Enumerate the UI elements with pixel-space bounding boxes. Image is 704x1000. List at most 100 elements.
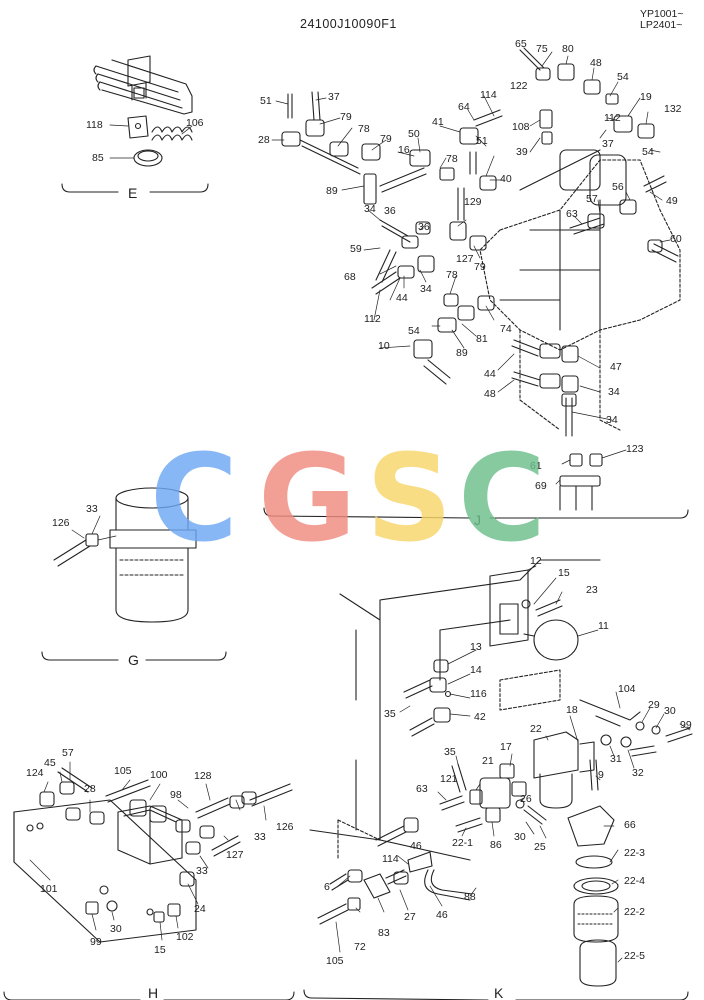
callout-j-78: 78: [446, 153, 458, 165]
callout-k-22-4: 22-4: [624, 875, 645, 887]
callout-j-56: 56: [612, 181, 624, 193]
callout-k-6: 6: [324, 881, 330, 893]
callout-j-59: 59: [350, 243, 362, 255]
callout-k-105: 105: [326, 955, 344, 967]
watermark-letter-3: S: [366, 430, 453, 569]
callout-k-35: 35: [444, 746, 456, 758]
callout-k-31: 31: [610, 753, 622, 765]
watermark-letter-1: C: [150, 430, 239, 569]
callout-k-22-5: 22-5: [624, 950, 645, 962]
callout-j-108: 108: [512, 121, 530, 133]
callout-k-22-3: 22-3: [624, 847, 645, 859]
callout-k-12: 12: [530, 555, 542, 567]
section-label-e: E: [128, 185, 137, 201]
callout-k-46: 46: [436, 909, 448, 921]
callout-k-27: 27: [404, 911, 416, 923]
callout-j-89: 89: [326, 185, 338, 197]
serial-range-lp: LP2401~: [640, 19, 683, 31]
section-label-j: J: [474, 512, 481, 528]
callout-k-32: 32: [632, 767, 644, 779]
section-label-g: G: [128, 652, 139, 668]
section-e-art: [61, 55, 209, 193]
callout-j-63: 63: [566, 208, 578, 220]
callout-k-13: 13: [470, 641, 482, 653]
callout-j-57: 57: [586, 193, 598, 205]
callout-j-122: 122: [510, 80, 528, 92]
callout-h-33: 33: [196, 865, 208, 877]
watermark-letter-2: G: [258, 430, 357, 569]
serial-range-yp: YP1001~: [640, 8, 684, 20]
callout-k-83: 83: [378, 927, 390, 939]
callout-k-63: 63: [416, 783, 428, 795]
callout-h-128: 128: [194, 770, 212, 782]
callout-j-68: 68: [344, 271, 356, 283]
callout-j-65: 65: [515, 38, 527, 50]
callout-j-78: 78: [446, 269, 458, 281]
section-label-h: H: [148, 985, 158, 1000]
callout-j-47: 47: [610, 361, 622, 373]
callout-j-129: 129: [464, 196, 482, 208]
callout-k-30: 30: [514, 831, 526, 843]
callout-j-19: 19: [640, 91, 652, 103]
callout-h-127: 127: [226, 849, 244, 861]
section-h-art: [3, 761, 295, 1000]
callout-j-51: 51: [476, 135, 488, 147]
callout-j-34: 34: [364, 203, 376, 215]
callout-j-40: 40: [500, 173, 512, 185]
callout-k-104: 104: [618, 683, 636, 695]
callout-j-132: 132: [664, 103, 682, 115]
callout-k-26: 26: [520, 793, 532, 805]
callout-j-78: 78: [358, 123, 370, 135]
callout-h-15: 15: [154, 944, 166, 956]
callout-k-99: 99: [680, 719, 692, 731]
callout-k-29: 29: [648, 699, 660, 711]
callout-k-23: 23: [586, 584, 598, 596]
callout-h-99: 99: [90, 936, 102, 948]
callout-h-126: 126: [276, 821, 294, 833]
callout-j-41: 41: [432, 116, 444, 128]
callout-j-79: 79: [474, 261, 486, 273]
section-k-art: [303, 559, 693, 1000]
callout-h-45: 45: [44, 757, 56, 769]
callout-k-42: 42: [474, 711, 486, 723]
callout-j-34: 34: [606, 414, 618, 426]
callout-h-24: 24: [194, 903, 206, 915]
callout-h-30: 30: [110, 923, 122, 935]
callout-k-25: 25: [534, 841, 546, 853]
callout-k-15: 15: [558, 567, 570, 579]
callout-j-79: 79: [380, 133, 392, 145]
callout-k-86: 86: [490, 839, 502, 851]
callout-k-11: 11: [598, 620, 609, 632]
callout-j-54: 54: [617, 71, 629, 83]
callout-j-54: 54: [642, 146, 654, 158]
callout-j-80: 80: [562, 43, 574, 55]
callout-j-112: 112: [364, 313, 381, 325]
callout-k-17: 17: [500, 741, 512, 753]
callout-h-124: 124: [26, 767, 44, 779]
callout-k-21: 21: [482, 755, 494, 767]
callout-j-36: 36: [384, 205, 396, 217]
callout-g-33: 33: [86, 503, 98, 515]
callout-j-69: 69: [535, 480, 547, 492]
callout-k-22-2: 22-2: [624, 906, 645, 918]
callout-j-74: 74: [500, 323, 512, 335]
callout-j-48: 48: [484, 388, 496, 400]
callout-j-44: 44: [484, 368, 496, 380]
callout-j-48: 48: [590, 57, 602, 69]
section-j-art: [263, 47, 689, 519]
callout-j-49: 49: [666, 195, 678, 207]
callout-j-16: 16: [398, 144, 410, 156]
watermark-letter-4: C: [458, 430, 547, 569]
callout-h-105: 105: [114, 765, 132, 777]
callout-h-101: 101: [40, 883, 58, 895]
callout-j-39: 39: [516, 146, 528, 158]
callout-j-64: 64: [458, 101, 470, 113]
callout-j-54: 54: [408, 325, 420, 337]
callout-h-33: 33: [254, 831, 266, 843]
callout-j-37: 37: [602, 138, 614, 150]
callout-k-30: 30: [664, 705, 676, 717]
callout-k-22: 22: [530, 723, 542, 735]
callout-h-57: 57: [62, 747, 74, 759]
